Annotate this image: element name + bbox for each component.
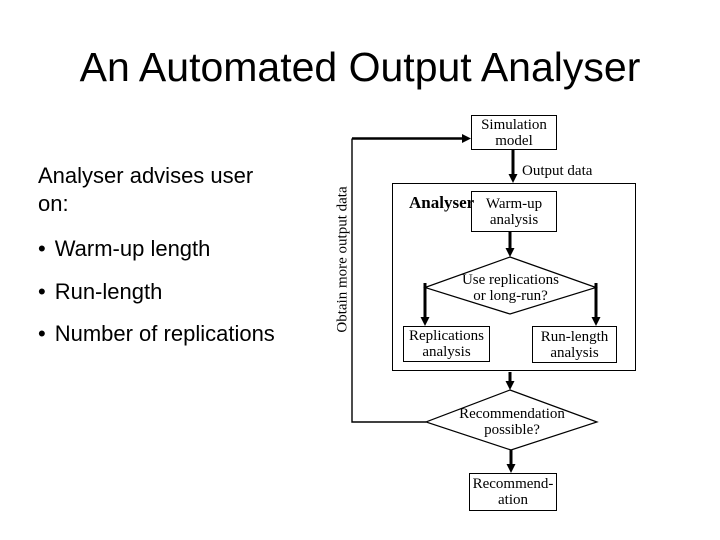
node-runlength-analysis: Run-length analysis <box>532 326 617 363</box>
bullet-text: Run-length <box>54 279 163 304</box>
slide-title: An Automated Output Analyser <box>79 44 641 90</box>
output-data-label: Output data <box>522 163 593 179</box>
analyser-boundary-label: Analyser <box>409 193 475 212</box>
decision-replications-text: Use replications or long-run? <box>461 272 560 304</box>
decision-recommendation-text: Recommendation possible? <box>459 406 565 438</box>
node-recommendation-text: Recommend- ation <box>472 476 554 508</box>
bullet-icon: • <box>38 321 46 346</box>
obtain-more-output-data-label: Obtain more output data <box>334 186 351 333</box>
bullet-item: • Warm-up length <box>38 235 210 263</box>
feedback-loop-line <box>351 138 426 423</box>
node-replications-analysis-text: Replications analysis <box>409 328 484 360</box>
bullet-item: • Number of replications <box>38 320 275 348</box>
bullet-text: Warm-up length <box>54 236 211 261</box>
node-runlength-analysis-text: Run-length analysis <box>540 328 609 361</box>
node-warmup-analysis: Warm-up analysis <box>471 191 557 232</box>
body-heading: Analyser advises user on: <box>38 163 254 216</box>
decision-replications-diamond <box>423 256 598 315</box>
bullet-text: Number of replications <box>54 321 275 346</box>
node-recommendation: Recommend- ation <box>469 473 557 511</box>
bullet-icon: • <box>38 236 46 261</box>
bullet-icon: • <box>38 279 46 304</box>
analyser-boundary-box <box>392 183 636 371</box>
bullet-item: • Run-length <box>38 278 162 306</box>
node-warmup-analysis-text: Warm-up analysis <box>485 195 543 228</box>
node-simulation-model-text: Simulation model <box>481 116 547 149</box>
node-replications-analysis: Replications analysis <box>403 326 490 362</box>
node-simulation-model: Simulation model <box>471 115 557 150</box>
